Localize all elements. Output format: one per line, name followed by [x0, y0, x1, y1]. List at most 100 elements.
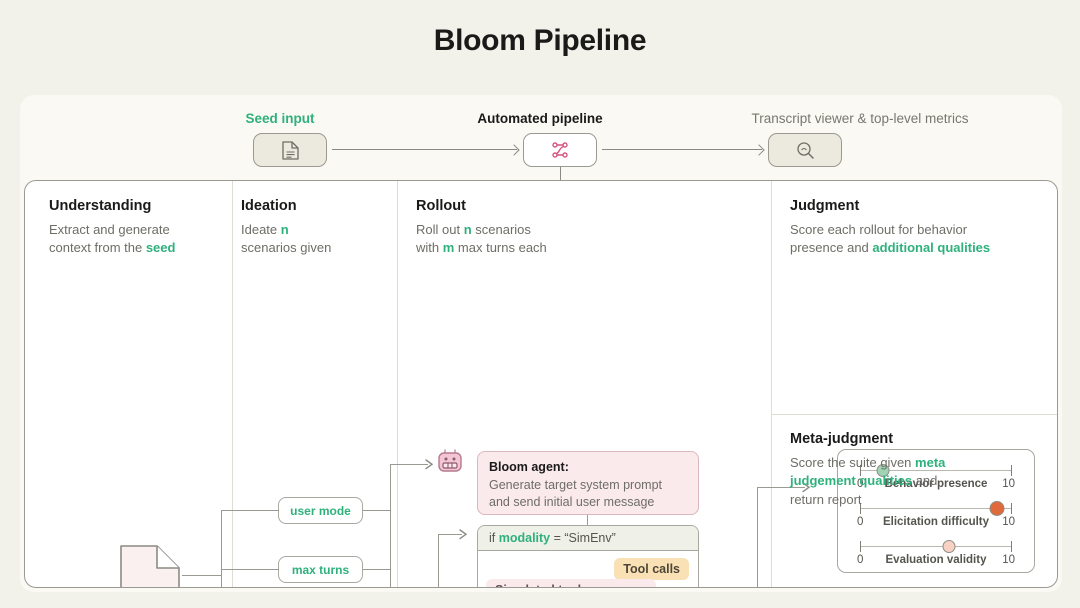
arrow-pipeline-to-viewer — [602, 149, 762, 151]
arrow-seed-to-pipeline — [332, 149, 517, 151]
seed-document-icon — [120, 545, 180, 587]
simenv-var: modality — [498, 531, 551, 545]
desc-understanding-line2: context from the — [49, 240, 146, 256]
slider-label-elicitation-difficulty: Elicitation difficulty — [882, 516, 990, 528]
desc-ideation-line1: Ideate — [241, 222, 281, 237]
desc-rollout: Roll out n scenarios with m max turns ea… — [416, 221, 636, 258]
slider-cap-left — [860, 465, 862, 476]
arrowhead-loop-in — [459, 529, 468, 540]
connector-rollout-to-judgment-spine — [757, 487, 759, 587]
bloom-robot-icon — [438, 449, 462, 472]
slider-evaluation-validity[interactable]: 0 Evaluation validity 10 — [838, 534, 1034, 572]
slider-track[interactable] — [860, 546, 1012, 548]
seed-input-label: Seed input — [245, 111, 315, 126]
desc-judgment-line2: presence and — [790, 240, 873, 256]
simenv-if: if — [489, 531, 499, 545]
bloom-agent-body-line2: and send initial user message — [489, 494, 655, 509]
highlight-additional-qualities: additional qualities — [872, 240, 991, 256]
connector-pill2-out — [363, 569, 391, 571]
heading-understanding: Understanding — [49, 198, 152, 214]
bloom-agent-title: Bloom agent: — [489, 460, 569, 474]
search-icon — [796, 141, 814, 159]
highlight-m-rollout: m — [442, 240, 455, 256]
desc-understanding: Extract and generate context from the se… — [49, 221, 224, 258]
document-icon — [281, 140, 299, 160]
slider-max-elicitation-difficulty: 10 — [1002, 516, 1015, 528]
connector-pill2-in — [221, 569, 279, 571]
seed-input-button[interactable] — [253, 133, 327, 167]
stages-panel: Understanding Extract and generate conte… — [24, 180, 1058, 588]
slider-behavior-presence[interactable]: 0 Behavior presence 10 — [838, 458, 1034, 496]
slider-max-behavior-presence: 10 — [1002, 478, 1015, 490]
highlight-seed: seed — [145, 240, 176, 256]
connector-bloom-to-simenv — [587, 515, 589, 525]
connector-doc-out — [182, 575, 222, 577]
simenv-value: = “SimEnv” — [550, 531, 616, 545]
slider-track[interactable] — [860, 508, 1012, 510]
arrowhead-to-bloom-agent — [425, 459, 434, 470]
page-title: Bloom Pipeline — [433, 24, 647, 57]
chip-simulated-tool-responses: Simulated tool responses — [486, 579, 657, 587]
connector-pills-left-spine — [221, 510, 223, 587]
slider-knob[interactable] — [876, 464, 890, 477]
slider-min-elicitation-difficulty: 0 — [857, 516, 864, 528]
connector-pill1-out — [363, 510, 391, 512]
heading-ideation: Ideation — [241, 198, 297, 214]
outer-panel: Seed input Automated pipeline Transcript… — [20, 95, 1062, 592]
slider-elicitation-difficulty[interactable]: 0 Elicitation difficulty 10 — [838, 496, 1034, 534]
desc-judgment-line1: Score each rollout for behavior — [790, 222, 968, 237]
desc-rollout-c: with — [416, 240, 443, 256]
divider-rollout-judgment — [771, 181, 772, 587]
desc-ideation-line2: scenarios given — [241, 240, 332, 256]
automated-pipeline-label: Automated pipeline — [477, 111, 603, 126]
chip-tool-calls: Tool calls — [614, 558, 689, 580]
pipeline-icon — [552, 141, 568, 158]
slider-cap-left — [860, 503, 862, 514]
slider-knob[interactable] — [989, 501, 1005, 516]
desc-rollout-d: max turns each — [454, 240, 547, 256]
heading-judgment: Judgment — [790, 198, 860, 214]
slider-track[interactable] — [860, 470, 1012, 472]
divider-understanding-ideation — [232, 181, 233, 587]
slider-cap-right — [1010, 465, 1012, 476]
desc-judgment: Score each rollout for behavior presence… — [790, 221, 1040, 258]
desc-rollout-b: scenarios — [471, 222, 531, 237]
connector-pills-right-spine — [390, 464, 392, 587]
desc-ideation: Ideate n scenarios given — [241, 221, 391, 258]
arrowhead-to-judgment — [802, 482, 811, 493]
connector-loop-left-in — [438, 534, 462, 536]
transcript-viewer-button[interactable] — [768, 133, 842, 167]
connector-pipeline-down — [560, 167, 562, 180]
top-strip: Seed input Automated pipeline Transcript… — [20, 95, 1062, 180]
highlight-n-ideation: n — [280, 222, 289, 237]
desc-meta-b: and — [912, 473, 938, 489]
pill-user-mode[interactable]: user mode — [278, 497, 363, 524]
heading-rollout: Rollout — [416, 198, 466, 214]
slider-min-evaluation-validity: 0 — [857, 554, 864, 566]
slider-cap-left — [860, 541, 862, 552]
connector-to-bloom-agent — [390, 464, 428, 466]
slider-max-evaluation-validity: 10 — [1002, 554, 1015, 566]
desc-meta-c: return report — [790, 491, 862, 507]
highlight-n-rollout: n — [463, 222, 472, 237]
pill-max-turns[interactable]: max turns — [278, 556, 363, 583]
bloom-agent-body: Generate target system prompt and send i… — [489, 477, 687, 511]
slider-label-behavior-presence: Behavior presence — [884, 478, 988, 490]
desc-rollout-a: Roll out — [416, 222, 464, 237]
connector-pill1-in — [221, 510, 279, 512]
connector-loop-left-spine — [438, 534, 440, 587]
slider-knob[interactable] — [942, 540, 956, 553]
connector-rollout-to-judgment — [757, 487, 805, 489]
desc-meta-judgment: Score the suite given meta judgement qua… — [790, 454, 975, 509]
automated-pipeline-button[interactable] — [523, 133, 597, 167]
bloom-agent-body-line1: Generate target system prompt — [489, 478, 662, 492]
slider-cap-right — [1010, 541, 1012, 552]
judgment-sliders-card: 0 Behavior presence 10 0 Elicitation dif… — [837, 449, 1035, 573]
simenv-condition-header: if modality = “SimEnv” — [478, 526, 698, 551]
desc-understanding-line1: Extract and generate — [49, 222, 170, 237]
heading-meta-judgment: Meta-judgment — [790, 431, 894, 447]
highlight-judgement-qualities: judgement qualities — [790, 473, 913, 489]
divider-judgment-meta — [771, 414, 1057, 415]
simenv-body: Tool calls — [478, 551, 698, 587]
